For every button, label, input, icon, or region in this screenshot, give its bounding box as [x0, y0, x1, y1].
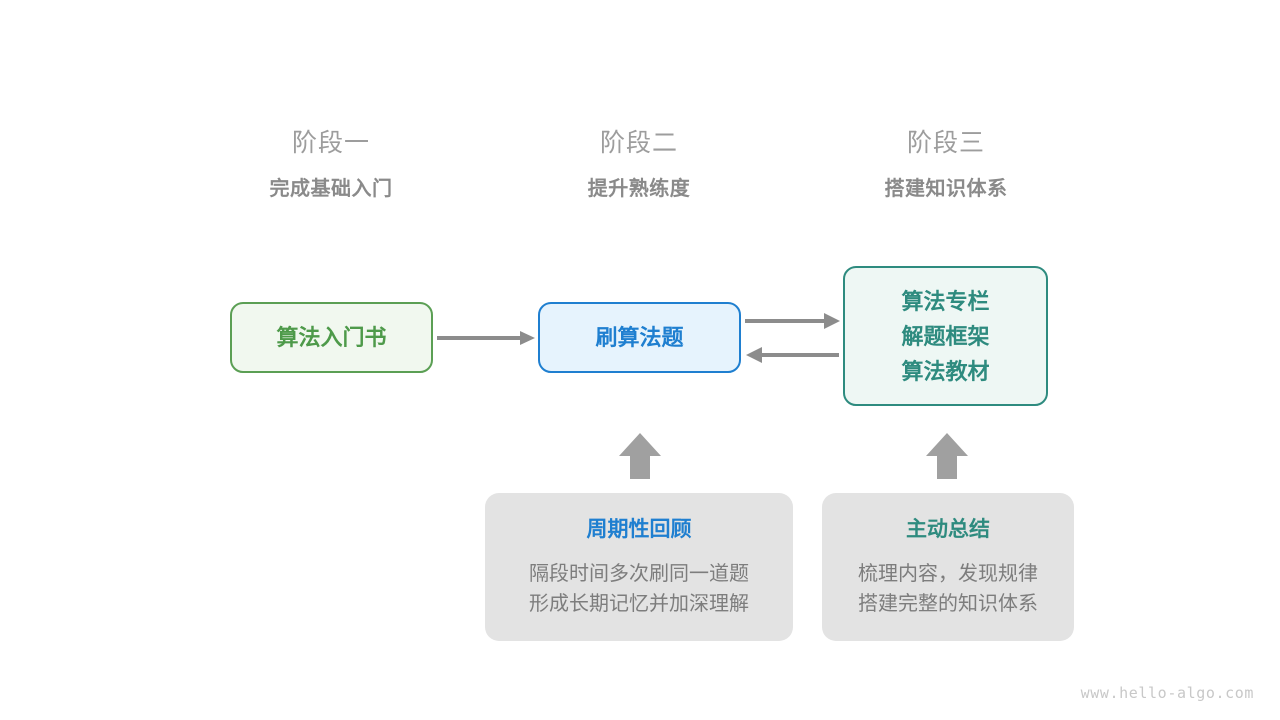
- node-learning-resources[interactable]: 算法专栏 解题框架 算法教材: [843, 266, 1048, 406]
- stage-title-1: 阶段一: [291, 129, 370, 157]
- stage-title-2: 阶段二: [599, 129, 678, 157]
- node-practice-problems-label: 刷算法题: [595, 325, 684, 350]
- arrow-resources-to-practice: [746, 347, 839, 363]
- arrow-summary-up: [926, 433, 968, 479]
- stage-header-3: 阶段三 搭建知识体系: [826, 126, 1066, 204]
- watermark: www.hello-algo.com: [1080, 684, 1254, 702]
- arrow-book-to-practice: [437, 331, 535, 345]
- stage-subtitle-2: 提升熟练度: [587, 178, 691, 200]
- card-active-summary[interactable]: 主动总结 梳理内容，发现规律 搭建完整的知识体系: [822, 493, 1074, 641]
- card-active-summary-title: 主动总结: [906, 518, 990, 541]
- node-intro-book[interactable]: 算法入门书: [230, 302, 433, 373]
- stage-subtitle-3: 搭建知识体系: [884, 178, 1008, 200]
- card-active-summary-line-1: 梳理内容，发现规律: [858, 563, 1038, 585]
- card-periodic-review-line-2: 形成长期记忆并加深理解: [529, 593, 749, 615]
- node-practice-problems[interactable]: 刷算法题: [538, 302, 741, 373]
- card-periodic-review[interactable]: 周期性回顾 隔段时间多次刷同一道题 形成长期记忆并加深理解: [485, 493, 793, 641]
- stage-subtitle-1: 完成基础入门: [269, 178, 393, 200]
- node-resource-line-3: 算法教材: [901, 358, 990, 384]
- card-active-summary-line-2: 搭建完整的知识体系: [858, 593, 1038, 615]
- node-resource-line-1: 算法专栏: [901, 288, 990, 314]
- card-periodic-review-title: 周期性回顾: [586, 518, 692, 541]
- stage-header-1: 阶段一 完成基础入门: [211, 126, 451, 204]
- arrow-review-up: [619, 433, 661, 479]
- node-resource-line-2: 解题框架: [901, 323, 990, 349]
- stage-header-2: 阶段二 提升熟练度: [519, 126, 759, 204]
- node-intro-book-label: 算法入门书: [276, 325, 387, 350]
- card-periodic-review-body: 隔段时间多次刷同一道题 形成长期记忆并加深理解: [485, 559, 793, 619]
- card-active-summary-body: 梳理内容，发现规律 搭建完整的知识体系: [822, 559, 1074, 619]
- card-periodic-review-line-1: 隔段时间多次刷同一道题: [529, 563, 749, 585]
- arrow-practice-to-resources: [745, 313, 840, 329]
- stage-title-3: 阶段三: [906, 129, 985, 157]
